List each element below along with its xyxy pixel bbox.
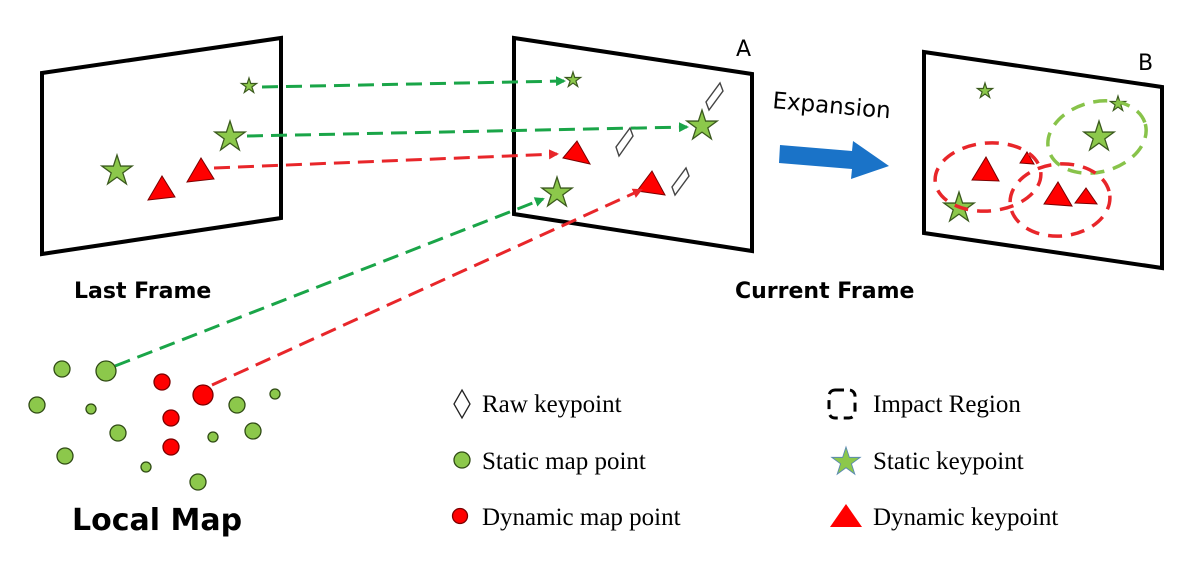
last-frame-panel [40, 35, 283, 257]
static-map-point [56, 447, 74, 465]
impact-region-static [1046, 99, 1148, 175]
dynamic-map-point [153, 373, 171, 391]
legend-item-static-map-point: Static map point [453, 448, 646, 475]
legend-label: Impact Region [873, 391, 1021, 418]
static-map-point [53, 360, 71, 378]
dashed-box-icon [827, 388, 857, 420]
dynamic-keypoint-icon [971, 155, 1000, 182]
static-map-point [207, 431, 219, 443]
static-map-point [189, 473, 207, 491]
local-map-caption: Local Map [72, 503, 242, 538]
dynamic-map-point [192, 384, 214, 406]
legend-label: Dynamic keypoint [873, 504, 1058, 531]
arrow-right-icon [779, 141, 889, 179]
legend-item-dynamic-map-point: Dynamic map point [451, 504, 681, 531]
legend-item-static-keypoint: Static keypoint [832, 447, 1024, 475]
current-frame-caption: Current Frame [735, 279, 914, 304]
legend-item-raw-keypoint: Raw keypoint [453, 388, 622, 420]
static-map-point [228, 396, 246, 414]
circle-green-icon [453, 451, 471, 469]
correspondence-lines [114, 76, 689, 387]
last-frame-caption: Last Frame [74, 279, 211, 304]
circle-red-icon [451, 507, 469, 525]
current-frame-b-border [922, 49, 1164, 271]
static-map-point [244, 422, 262, 440]
dynamic-map-point [162, 438, 180, 456]
legend: Raw keypoint Static map point Dynamic ma… [451, 388, 1058, 531]
impact-region-dynamic [933, 141, 1043, 213]
expansion-arrow: Expansion [771, 88, 892, 179]
static-map-point [85, 403, 97, 415]
legend-label: Raw keypoint [482, 391, 622, 418]
impact-region-dynamic [1008, 162, 1112, 238]
legend-label: Static map point [482, 448, 646, 475]
dynamic-keypoint-icon [1019, 151, 1035, 165]
legend-item-impact-region: Impact Region [827, 388, 1021, 420]
current-frame-panel-a: A [512, 35, 754, 254]
dynamic-keypoint-icon [1074, 187, 1098, 205]
dynamic-keypoint-icon [636, 170, 666, 196]
static-match-line [246, 122, 689, 138]
static-map-point [269, 388, 281, 400]
static-map-point [95, 360, 117, 382]
dynamic-keypoint-icon [1043, 181, 1073, 207]
static-map-point [109, 424, 127, 442]
triangle-icon [830, 504, 862, 527]
dynamic-map-point [162, 409, 180, 427]
static-map-projection-line [114, 197, 545, 368]
panel-b-label: B [1138, 51, 1153, 76]
diamond-icon [453, 388, 471, 420]
local-map: Local Map [28, 360, 281, 538]
raw-keypoint-icon [615, 126, 634, 158]
dynamic-match-line [213, 149, 559, 170]
dynamic-keypoint-icon [562, 140, 591, 165]
expansion-label: Expansion [771, 88, 891, 124]
dynamic-keypoint-icon [147, 175, 176, 201]
panel-a-label: A [736, 37, 751, 62]
raw-keypoint-icon [671, 166, 690, 197]
raw-keypoint-icon [705, 81, 724, 112]
static-map-point [140, 461, 152, 473]
static-match-line [261, 76, 566, 89]
legend-label: Static keypoint [873, 448, 1024, 475]
legend-item-dynamic-keypoint: Dynamic keypoint [830, 504, 1058, 531]
dynamic-keypoint-icon [186, 157, 215, 183]
dynamic-map-projection-line [211, 188, 643, 387]
legend-label: Dynamic map point [482, 504, 681, 531]
last-frame-border [40, 35, 283, 257]
star-icon [832, 447, 861, 474]
static-map-point [28, 396, 46, 414]
current-frame-panel-b: B [922, 49, 1164, 271]
current-frame-border [512, 35, 754, 254]
